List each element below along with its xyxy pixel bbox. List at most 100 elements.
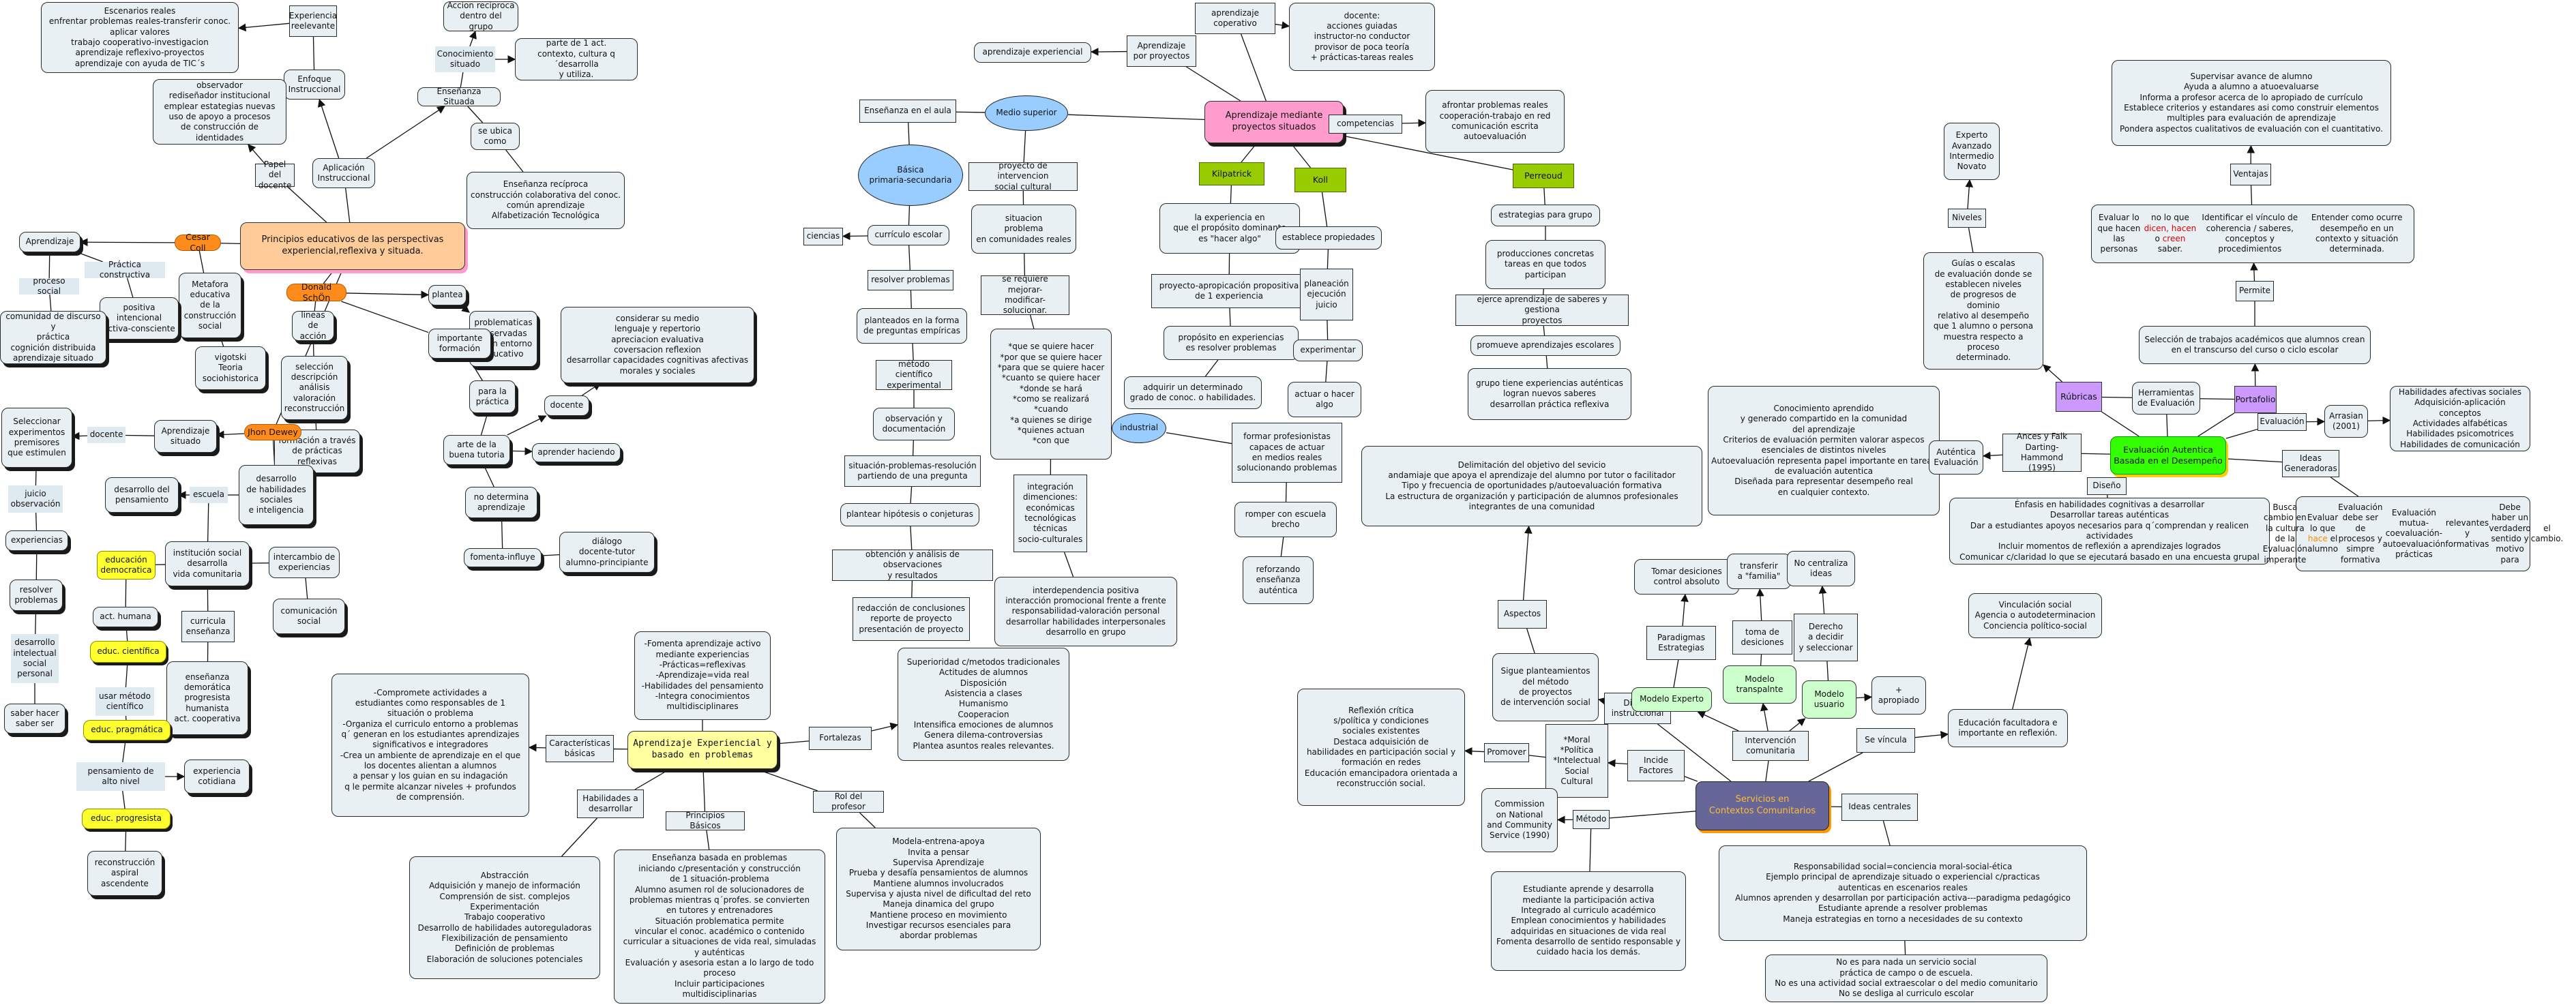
actuar-hacer[interactable]: actuar o hacer algo <box>1288 382 1361 417</box>
docente-tutoria[interactable]: docente <box>544 395 589 416</box>
intercambio-experiencias[interactable]: intercambio de experiencias <box>269 547 340 578</box>
abstraccion[interactable]: Abstracción Adquisición y manejo de info… <box>409 856 600 979</box>
seleccion-descripcion[interactable]: selección descripción análisis valoració… <box>281 356 348 420</box>
habilidades-desarrollar[interactable]: Habilidades a desarrollar <box>577 790 644 818</box>
proyecto-intervencion[interactable]: proyecto de intervencion social cultural <box>968 161 1078 192</box>
seleccionar-experimentos[interactable]: Seleccionar experimentos premisores que … <box>1 408 72 468</box>
reflexion-critica[interactable]: Reflexión crítica s/política y condicion… <box>1297 689 1465 806</box>
ideas-generadoras[interactable]: Ideas Generadoras <box>2282 450 2339 477</box>
donald-schon[interactable]: Donald SchÖn <box>286 282 346 303</box>
considerar-medio[interactable]: considerar su medio lenguaje y repertori… <box>561 307 754 383</box>
habilidades-afectivas[interactable]: Habilidades afectivas sociales Adquisici… <box>2390 386 2530 451</box>
herramientas-evaluacion[interactable]: Herramientas de Evaluación <box>2132 382 2200 415</box>
situacion-problemas-resolucion[interactable]: situación-problemas-resolución partiendo… <box>844 455 981 487</box>
pbl-node[interactable]: Aprendizaje Experiencial y basado en pro… <box>627 731 778 769</box>
resolver-problemas-medio[interactable]: resolver problemas <box>868 270 953 290</box>
experiencia-cotidiana[interactable]: experiencia cotidiana <box>184 760 250 794</box>
juicio-observacion[interactable]: juicio observación <box>8 485 63 513</box>
grupo-experiencias[interactable]: grupo tiene experiencias auténticas logr… <box>1468 368 1631 420</box>
autentica-evaluacion[interactable]: Auténtica Evaluación <box>1929 440 1983 475</box>
para-la-practica[interactable]: para la práctica <box>469 380 516 413</box>
koll[interactable]: Koll <box>1294 168 1346 192</box>
se-ubica-como[interactable]: se ubica como <box>471 123 520 150</box>
practica-constructiva[interactable]: Práctica constructiva <box>85 260 165 280</box>
reforzando-ensenanza[interactable]: reforzando enseñanza auténtica <box>1243 556 1314 604</box>
superioridad[interactable]: Superioridad c/metodos tradicionales Act… <box>898 648 1069 761</box>
obtencion-analisis[interactable]: obtención y análisis de observaciones y … <box>832 550 993 581</box>
commission[interactable]: Commission on National and Community Ser… <box>1481 788 1558 852</box>
redaccion-conclusiones[interactable]: redacción de conclusiones reporte de pro… <box>853 597 970 641</box>
ensenanza-aula[interactable]: Enseñanza en el aula <box>859 100 956 123</box>
experimentar[interactable]: experimentar <box>1293 340 1363 361</box>
no-centraliza[interactable]: No centraliza ideas <box>1787 551 1855 586</box>
planteados-preguntas[interactable]: planteados en la forma de preguntas empí… <box>857 308 967 344</box>
promover[interactable]: Promover <box>1484 743 1529 762</box>
seleccion-trabajos[interactable]: Selección de trabajos académicos que alu… <box>2139 326 2371 364</box>
educacion-facultadora[interactable]: Educación facultadora e importante en re… <box>1948 709 2068 747</box>
proceso-social[interactable]: proceso social <box>19 276 79 296</box>
romper-escuela[interactable]: romper con escuela brecho <box>1234 502 1337 537</box>
kilpatrick[interactable]: Kilpatrick <box>1199 162 1264 185</box>
ciencias[interactable]: ciencias <box>803 228 843 245</box>
ances-falk[interactable]: Ances y Falk Darting-Hammond (1995) <box>2002 432 2082 472</box>
guias-escalas[interactable]: Guías o escalas de evaluación donde se e… <box>1923 252 2043 370</box>
proyecto-apropicacion[interactable]: proyecto-apropicación propositiva de 1 e… <box>1151 274 1307 308</box>
escuela[interactable]: escuela <box>190 487 228 503</box>
aplicacion-instruccional[interactable]: Aplicación Instruccional <box>312 158 375 188</box>
observacion-documentacion[interactable]: observación y documentación <box>873 408 955 440</box>
supervisar-avance[interactable]: Supervisar avance de alumno Ayuda a alum… <box>2112 60 2391 146</box>
incide-factores[interactable]: Incide Factores <box>1627 750 1685 781</box>
vigotski[interactable]: vigotski Teoria sociohistorica <box>195 346 266 390</box>
educ-cientifica[interactable]: educ. científica <box>90 641 166 663</box>
act-humana[interactable]: act. humana <box>93 607 158 627</box>
enfasis-habilidades[interactable]: Énfasis en habilidades cognitivas a desa… <box>1949 498 2270 565</box>
servicios-node[interactable]: Servicios en Contextos Comunitarios <box>1696 781 1829 830</box>
comunicacion-social[interactable]: comunicación social <box>273 599 345 634</box>
paradigmas-estrategias[interactable]: Paradigmas Estrategias <box>1646 626 1716 660</box>
comunidad-discurso[interactable]: comunidad de discurso y práctica cognici… <box>0 311 106 364</box>
promueve-aprendizajes[interactable]: promueve aprendizajes escolares <box>1470 335 1620 356</box>
accion-reciproca[interactable]: Accion reciproca dentro del grupo <box>443 1 518 31</box>
lineas-de-accion[interactable]: lineas de acción <box>292 310 334 341</box>
desarrollo-habilidades[interactable]: desarrollo de habilidades sociales e int… <box>239 465 314 525</box>
metodo[interactable]: Método <box>1573 810 1610 829</box>
estrategias-grupo[interactable]: estrategias para grupo <box>1491 205 1600 226</box>
moral-politica[interactable]: *Moral *Política *Intelectual Social Cul… <box>1545 724 1608 798</box>
compromete-actividades[interactable]: -Compromete actividades a estudiantes co… <box>331 674 529 817</box>
metafora-educativa[interactable]: Metafora educativa de la construcción so… <box>179 273 241 338</box>
educacion-democratica[interactable]: educación democratica <box>97 551 156 580</box>
sigue-planteamientos[interactable]: Sigue planteamientos del método de proye… <box>1492 653 1599 721</box>
ensenanza-demoratica[interactable]: enseñanza demorática progresista humanis… <box>166 661 248 735</box>
proposito-experiencias[interactable]: propósito en experiencias es resolver pr… <box>1164 326 1299 360</box>
aprendizaje[interactable]: Aprendizaje <box>19 232 80 252</box>
aspectos[interactable]: Aspectos <box>1498 600 1547 629</box>
no-determina[interactable]: no determina aprendizaje <box>465 487 537 518</box>
reconstruccion-aspiral[interactable]: reconstrucción aspiral ascendente <box>87 851 162 896</box>
cesar-coll[interactable]: Cesar Coll <box>175 232 221 253</box>
niveles[interactable]: Niveles <box>1948 209 1986 228</box>
curricula-ensenanza[interactable]: curricula enseñanza <box>181 611 235 642</box>
ensenanza-situada[interactable]: Enseñanza Situada <box>417 87 501 106</box>
ideas-centrales[interactable]: Ideas centrales <box>1841 794 1918 821</box>
saber-hacer[interactable]: saber hacer saber ser <box>4 704 65 734</box>
arrasian[interactable]: Arrasian (2001) <box>2324 405 2368 438</box>
afrontar-problemas[interactable]: afrontar problemas reales cooperación-tr… <box>1425 90 1565 153</box>
planeacion-ejecucion[interactable]: planeación ejecución juicio <box>1300 269 1353 320</box>
se-vincula[interactable]: Se víncula <box>1856 728 1915 753</box>
adquirir-grado[interactable]: adquirir un determinado grado de conoc. … <box>1124 376 1262 409</box>
tomar-desiciones[interactable]: Tomar desiciones control absoluto <box>1634 559 1739 595</box>
papel-del-docente[interactable]: Papel del docente <box>255 160 295 190</box>
usar-metodo[interactable]: usar método científico <box>95 687 154 716</box>
rubricas[interactable]: Rúbricas <box>2056 382 2102 412</box>
experiencia-reelevante[interactable]: Experiencia reelevante <box>289 5 337 37</box>
modelo-experto[interactable]: Modelo Experto <box>1631 687 1712 712</box>
aprendizaje-coperativo[interactable]: aprendizaje coperativo <box>1195 3 1275 34</box>
producciones-concretas[interactable]: producciones concretas tareas en que tod… <box>1485 240 1605 289</box>
jhon-dewey[interactable]: Jhon Dewey <box>244 424 301 440</box>
que-se-quiere[interactable]: *que se quiere hacer *por que se quiere … <box>990 329 1112 460</box>
metodo-cientifico[interactable]: método científico experimental <box>876 359 952 390</box>
arte-buena-tutoria[interactable]: arte de la buena tutoria <box>443 435 510 465</box>
se-requiere[interactable]: se requiere mejorar- modificar- solucion… <box>981 274 1069 315</box>
formar-profesionistas[interactable]: formar profesionistas capaces de actuar … <box>1232 423 1342 483</box>
